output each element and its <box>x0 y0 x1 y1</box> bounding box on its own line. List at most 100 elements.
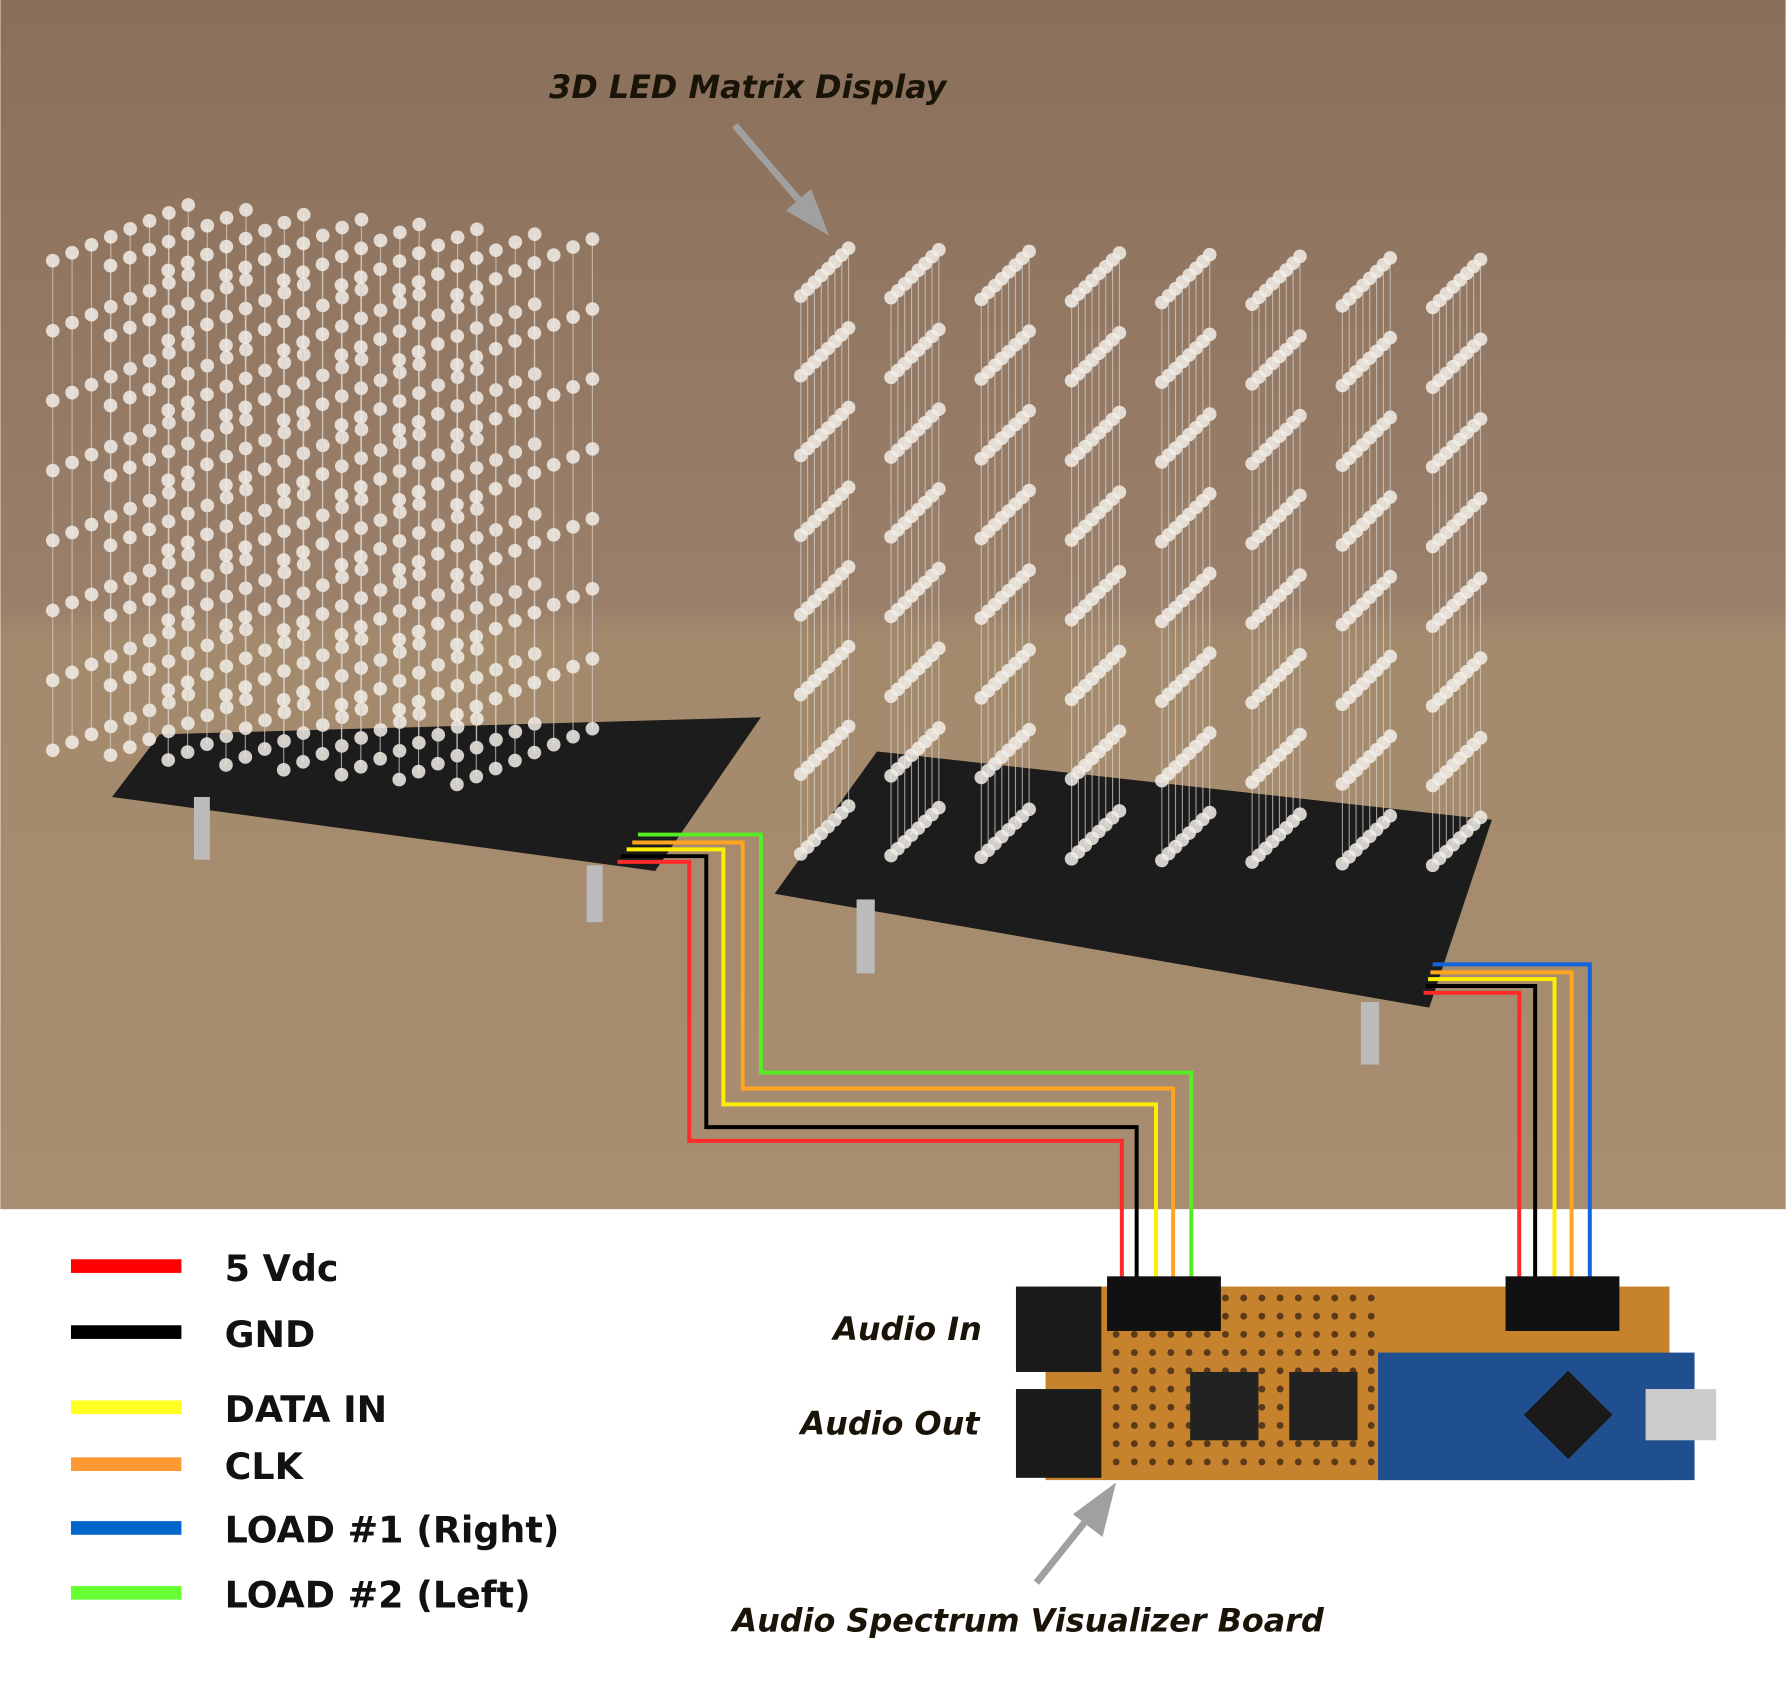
wire-gnd <box>1425 983 1538 1278</box>
wire-data-in <box>1428 977 1557 1278</box>
led <box>1245 297 1259 311</box>
arrow-to-display <box>732 123 830 236</box>
led <box>450 637 464 652</box>
perfboard-hole <box>1258 1385 1266 1393</box>
led <box>276 553 291 567</box>
led <box>296 335 310 350</box>
perfboard-hole <box>1222 1440 1229 1448</box>
perfboard-hole <box>1112 1403 1120 1411</box>
led <box>392 492 407 507</box>
perfboard-hole <box>1130 1440 1138 1448</box>
right-header-connector <box>1505 1276 1620 1331</box>
led <box>1245 616 1259 630</box>
led <box>508 613 522 628</box>
led <box>431 756 445 771</box>
led <box>469 699 484 714</box>
led <box>793 289 808 303</box>
led <box>884 609 898 624</box>
led <box>354 241 368 256</box>
led <box>469 769 484 784</box>
led <box>353 480 368 494</box>
led <box>546 597 561 612</box>
led <box>469 629 484 644</box>
led <box>296 755 310 769</box>
led <box>296 405 310 419</box>
led <box>546 248 561 262</box>
led <box>1064 851 1079 866</box>
perfboard-hole <box>1276 1330 1284 1338</box>
led <box>123 600 137 615</box>
perfboard-hole <box>1112 1422 1120 1429</box>
led <box>219 268 233 283</box>
audio-out-label: Audio Out <box>797 1405 981 1443</box>
led <box>181 226 195 241</box>
perfboard-hole <box>1367 1458 1375 1466</box>
perfboard-hole <box>1294 1330 1302 1338</box>
led <box>585 232 600 246</box>
led <box>546 667 561 682</box>
led <box>884 529 898 544</box>
led <box>123 250 137 265</box>
led <box>469 559 484 574</box>
led <box>392 254 407 269</box>
led <box>1425 380 1440 394</box>
left-standoff <box>193 796 210 860</box>
perfboard-hole <box>1349 1312 1357 1320</box>
led <box>142 522 157 537</box>
led <box>123 740 137 755</box>
led <box>1064 612 1079 627</box>
led <box>527 675 542 690</box>
led <box>142 242 157 257</box>
left-cube-pcb <box>111 717 761 871</box>
perfboard-hole <box>1313 1458 1320 1466</box>
led <box>200 247 214 262</box>
perfboard-hole <box>1258 1440 1266 1448</box>
led <box>84 447 99 462</box>
led <box>258 223 272 238</box>
perfboard-hole <box>1130 1349 1138 1357</box>
perfboard-hole <box>1367 1385 1375 1393</box>
led <box>585 581 600 596</box>
led <box>1245 855 1259 869</box>
photo-background <box>0 0 1786 1210</box>
led <box>65 245 79 260</box>
perfboard-hole <box>1149 1422 1157 1429</box>
led <box>238 400 253 415</box>
perfboard-hole <box>1313 1294 1320 1302</box>
led <box>276 343 291 358</box>
led <box>276 762 291 777</box>
led <box>84 307 99 322</box>
led <box>315 228 330 243</box>
led <box>566 310 580 324</box>
audio-in-jack <box>1015 1286 1102 1372</box>
led <box>431 407 445 421</box>
led <box>508 473 522 488</box>
led <box>84 727 99 742</box>
perfboard-hole <box>1130 1458 1138 1466</box>
led <box>527 326 542 340</box>
led <box>469 280 484 294</box>
perfboard-hole <box>1258 1330 1266 1338</box>
perfboard-hole <box>1258 1367 1266 1375</box>
led <box>219 210 234 225</box>
led <box>1335 378 1350 393</box>
led <box>546 388 561 402</box>
led <box>180 465 195 480</box>
perfboard-hole <box>1331 1440 1339 1448</box>
led <box>411 694 426 709</box>
led <box>161 263 176 278</box>
perfboard-hole <box>1331 1294 1339 1302</box>
led <box>566 240 580 254</box>
led <box>974 850 989 864</box>
led <box>162 206 176 220</box>
usb-port <box>1645 1389 1717 1441</box>
led <box>45 323 60 338</box>
legend-label: LOAD #2 (Left) <box>225 1574 531 1617</box>
led <box>1425 619 1440 634</box>
perfboard-hole <box>1367 1312 1375 1320</box>
led <box>161 473 176 488</box>
perfboard-hole <box>1349 1440 1357 1448</box>
led <box>373 751 387 766</box>
led <box>585 721 600 736</box>
legend-item: LOAD #2 (Left) <box>70 1574 531 1617</box>
